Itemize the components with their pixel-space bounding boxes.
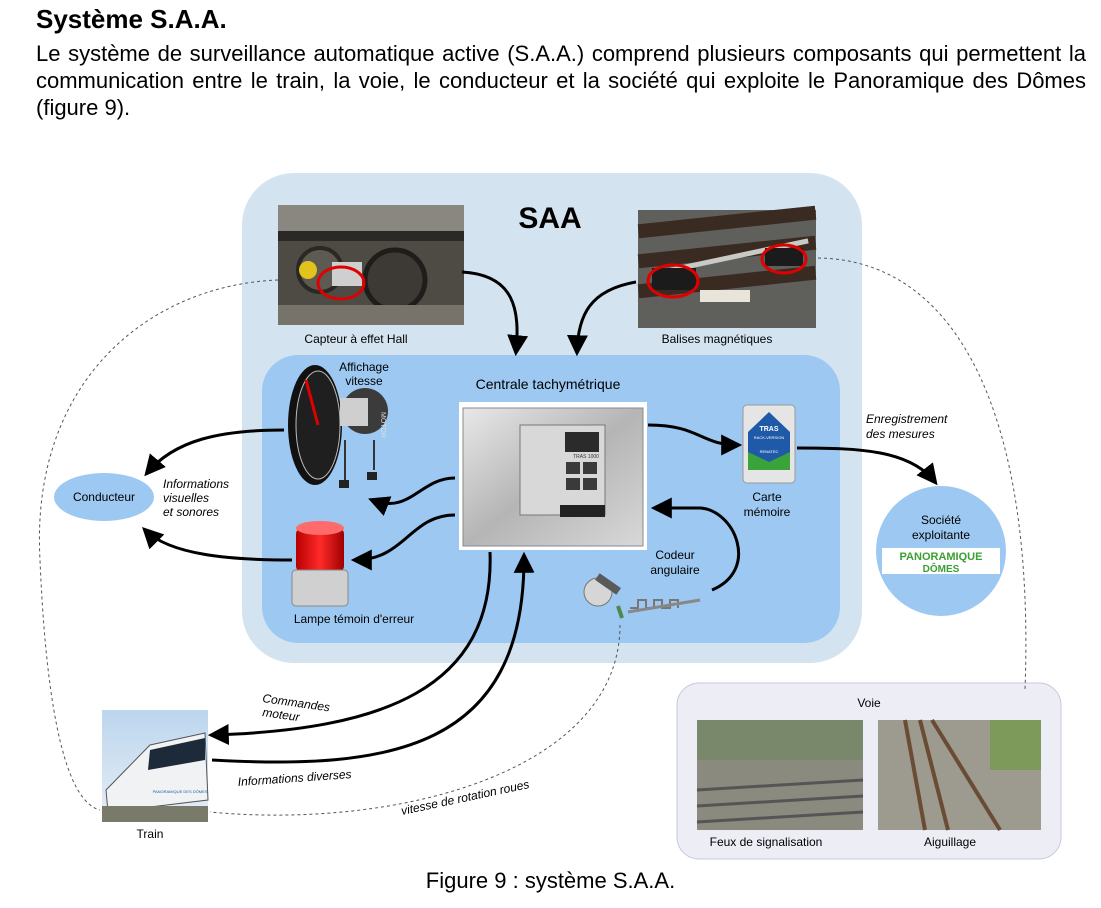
arrow-balises-centrale — [566, 280, 637, 357]
balises-photo — [637, 205, 817, 328]
arrow-lampe-conducteur — [142, 527, 293, 562]
aiguillage-label: Aiguillage — [924, 835, 976, 849]
flow-arrows — [142, 270, 938, 764]
tras-text-1: TRAS — [759, 426, 778, 433]
informations-2: visuelles — [163, 491, 209, 505]
enregistrement-1: Enregistrement — [866, 412, 948, 426]
logo-line-1: PANORAMIQUE — [900, 551, 983, 563]
centrale-title: Centrale tachymétrique — [476, 376, 621, 392]
conducteur-node — [54, 473, 154, 521]
arrow-centrale-train-commandes — [207, 551, 492, 745]
codeur-angulaire-icon — [583, 573, 701, 619]
capteur-photo — [278, 205, 464, 325]
section-heading: Système S.A.A. — [36, 4, 227, 34]
arrow-affichage-conducteur — [144, 428, 285, 477]
codeur-label-1: Codeur — [655, 548, 694, 562]
intro-paragraph: Le système de surveillance automatique a… — [36, 41, 1086, 120]
saa-title: SAA — [518, 202, 581, 235]
train-label: Train — [137, 827, 164, 841]
feux-label: Feux de signalisation — [710, 835, 823, 849]
dashed-links — [38, 257, 1027, 816]
lampe-label: Lampe témoin d'erreur — [294, 612, 414, 626]
tras-text-2: RACK-VERSION — [754, 435, 785, 440]
arrow-capteur-centrale — [461, 270, 529, 357]
capteur-label: Capteur à effet Hall — [304, 332, 407, 346]
arrow-centrale-affichage — [368, 476, 456, 516]
infos-diverses-label: Informations diverses — [237, 767, 352, 789]
arrow-codeur-centrale — [650, 497, 741, 592]
train-brand: PANORAMIQUE DES DÔMES — [153, 789, 208, 794]
informations-3: et sonores — [163, 505, 219, 519]
enregistrement-2: des mesures — [866, 427, 935, 441]
tras-text-3: RENATEC — [760, 449, 779, 454]
arrow-centrale-carte — [647, 423, 743, 456]
codeur-label-2: angulaire — [650, 563, 700, 577]
affichage-label-1: Affichage — [339, 360, 389, 374]
commandes-label-2: moteur — [262, 705, 302, 724]
arrow-carte-societe — [796, 446, 938, 486]
arrow-centrale-lampe — [350, 513, 456, 571]
carte-label-1: Carte — [752, 490, 782, 504]
affichage-vitesse-icon — [288, 365, 388, 488]
informations-1: Informations — [163, 477, 229, 491]
vitesse-rotation-label: vitesse de rotation roues — [400, 777, 531, 818]
carte-label-2: mémoire — [744, 505, 791, 519]
arrow-train-centrale-infos — [211, 551, 535, 764]
carte-memoire-icon — [742, 404, 796, 484]
train-photo — [102, 710, 209, 822]
motor-text: MOTOR — [379, 412, 386, 438]
societe-label-1: Société — [921, 513, 961, 527]
device-model: TRAS 1000 — [573, 454, 599, 460]
centrale-tachymetrique-device — [459, 402, 647, 550]
aiguillage-photo — [878, 718, 1041, 832]
feux-signalisation-photo — [696, 720, 864, 830]
lampe-temoin-icon — [291, 521, 349, 607]
logo-line-2: DÔMES — [923, 562, 960, 575]
affichage-label-2: vitesse — [345, 374, 383, 388]
balises-label: Balises magnétiques — [662, 332, 773, 346]
figure-caption: Figure 9 : système S.A.A. — [425, 868, 676, 893]
conducteur-label: Conducteur — [73, 490, 135, 504]
societe-label-2: exploitante — [912, 528, 970, 542]
panoramique-logo — [882, 548, 1000, 574]
voie-title: Voie — [857, 696, 881, 710]
